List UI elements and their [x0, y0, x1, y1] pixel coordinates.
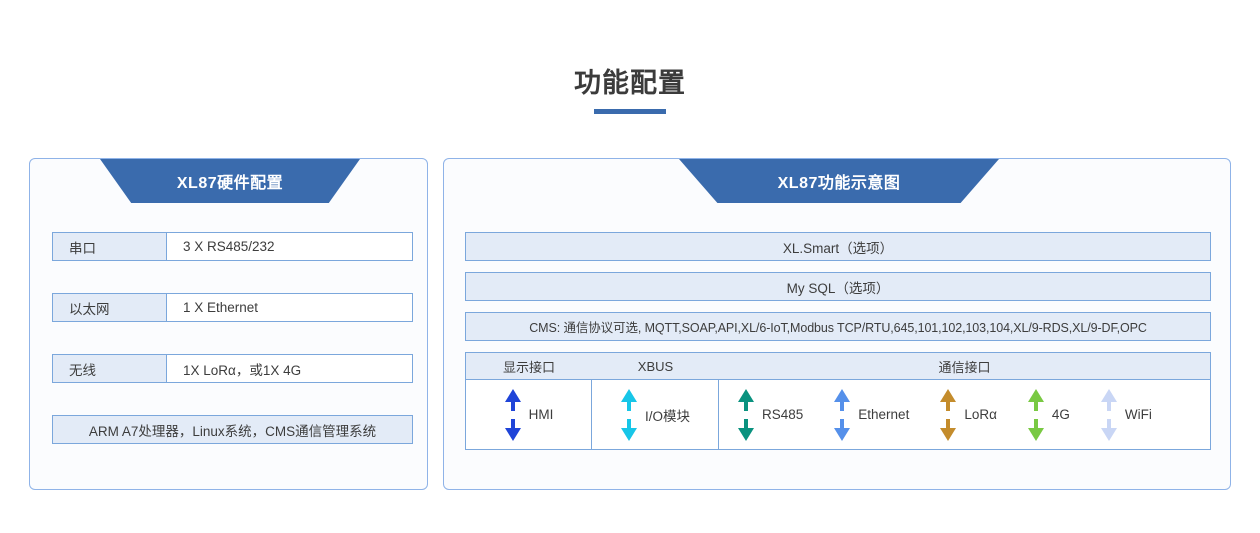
- title-underline: [594, 109, 666, 114]
- double-arrow-vertical-icon: [504, 388, 522, 441]
- interface-column-xbus: I/O模块: [592, 380, 719, 449]
- interface-item-label: LoRα: [964, 407, 997, 422]
- hardware-config-panel: XL87硬件配置 串口 3 X RS485/232 以太网 1 X Ethern…: [29, 158, 428, 490]
- interface-item-label: HMI: [528, 407, 554, 422]
- interface-item-rs485: RS485: [737, 388, 804, 441]
- interface-item-hmi: HMI: [504, 388, 554, 441]
- platform-summary-row: ARM A7处理器，Linux系统，CMS通信管理系统: [52, 415, 413, 444]
- interface-item-label: WiFi: [1124, 407, 1152, 422]
- interface-header-comm: 通信接口: [938, 359, 991, 375]
- spec-key: 以太网: [52, 293, 167, 322]
- spec-value: 1 X Ethernet: [167, 293, 413, 322]
- stack-row-cms-protocols: CMS: 通信协议可选, MQTT,SOAP,API,XL/6-IoT,Modb…: [465, 312, 1211, 341]
- function-diagram-banner-label: XL87功能示意图: [777, 175, 901, 192]
- interface-item-ethernet: Ethernet: [833, 388, 910, 441]
- interface-column-comm: RS485 Ethernet: [719, 380, 1210, 449]
- interface-item-lora: LoRα: [939, 388, 997, 441]
- double-arrow-vertical-icon: [1027, 388, 1045, 441]
- stack-row-mysql: My SQL（选项）: [465, 272, 1211, 301]
- spec-key: 串口: [52, 232, 167, 261]
- spec-value: 1X LoRα，或1X 4G: [167, 354, 413, 383]
- hardware-spec-list: 串口 3 X RS485/232 以太网 1 X Ethernet 无线 1X …: [52, 232, 413, 444]
- interface-matrix: 显示接口 XBUS 通信接口 HMI: [465, 352, 1211, 450]
- stack-row-xlsmart: XL.Smart（选项）: [465, 232, 1211, 261]
- spec-row: 以太网 1 X Ethernet: [52, 293, 413, 322]
- interface-item-label: I/O模块: [644, 408, 690, 424]
- interface-matrix-body: HMI I/O模块: [466, 380, 1210, 449]
- hardware-config-banner: XL87硬件配置: [100, 159, 360, 203]
- hardware-config-banner-label: XL87硬件配置: [176, 175, 284, 192]
- double-arrow-vertical-icon: [737, 388, 755, 441]
- interface-item-4g: 4G: [1027, 388, 1070, 441]
- double-arrow-vertical-icon: [1100, 388, 1118, 441]
- spec-row: 串口 3 X RS485/232: [52, 232, 413, 261]
- page-header: 功能配置: [0, 66, 1260, 114]
- spec-key: 无线: [52, 354, 167, 383]
- interface-item-label: RS485: [762, 407, 804, 422]
- interface-matrix-header: 显示接口 XBUS 通信接口: [466, 353, 1210, 380]
- spec-row: 无线 1X LoRα，或1X 4G: [52, 354, 413, 383]
- function-diagram-banner: XL87功能示意图: [679, 159, 999, 203]
- interface-header-xbus: XBUS: [637, 358, 674, 374]
- interface-header-display: 显示接口: [502, 359, 555, 375]
- page-title: 功能配置: [574, 68, 686, 98]
- double-arrow-vertical-icon: [620, 388, 638, 441]
- double-arrow-vertical-icon: [939, 388, 957, 441]
- comm-item-list: RS485 Ethernet: [719, 388, 1210, 441]
- spec-value: 3 X RS485/232: [167, 232, 413, 261]
- interface-column-display: HMI: [466, 380, 592, 449]
- interface-item-label: 4G: [1051, 407, 1070, 422]
- interface-item-wifi: WiFi: [1100, 388, 1152, 441]
- double-arrow-vertical-icon: [833, 388, 851, 441]
- interface-item-io-module: I/O模块: [620, 388, 690, 441]
- function-stack: XL.Smart（选项） My SQL（选项） CMS: 通信协议可选, MQT…: [465, 232, 1211, 450]
- function-diagram-panel: XL87功能示意图 XL.Smart（选项） My SQL（选项） CMS: 通…: [443, 158, 1231, 490]
- interface-item-label: Ethernet: [858, 407, 910, 422]
